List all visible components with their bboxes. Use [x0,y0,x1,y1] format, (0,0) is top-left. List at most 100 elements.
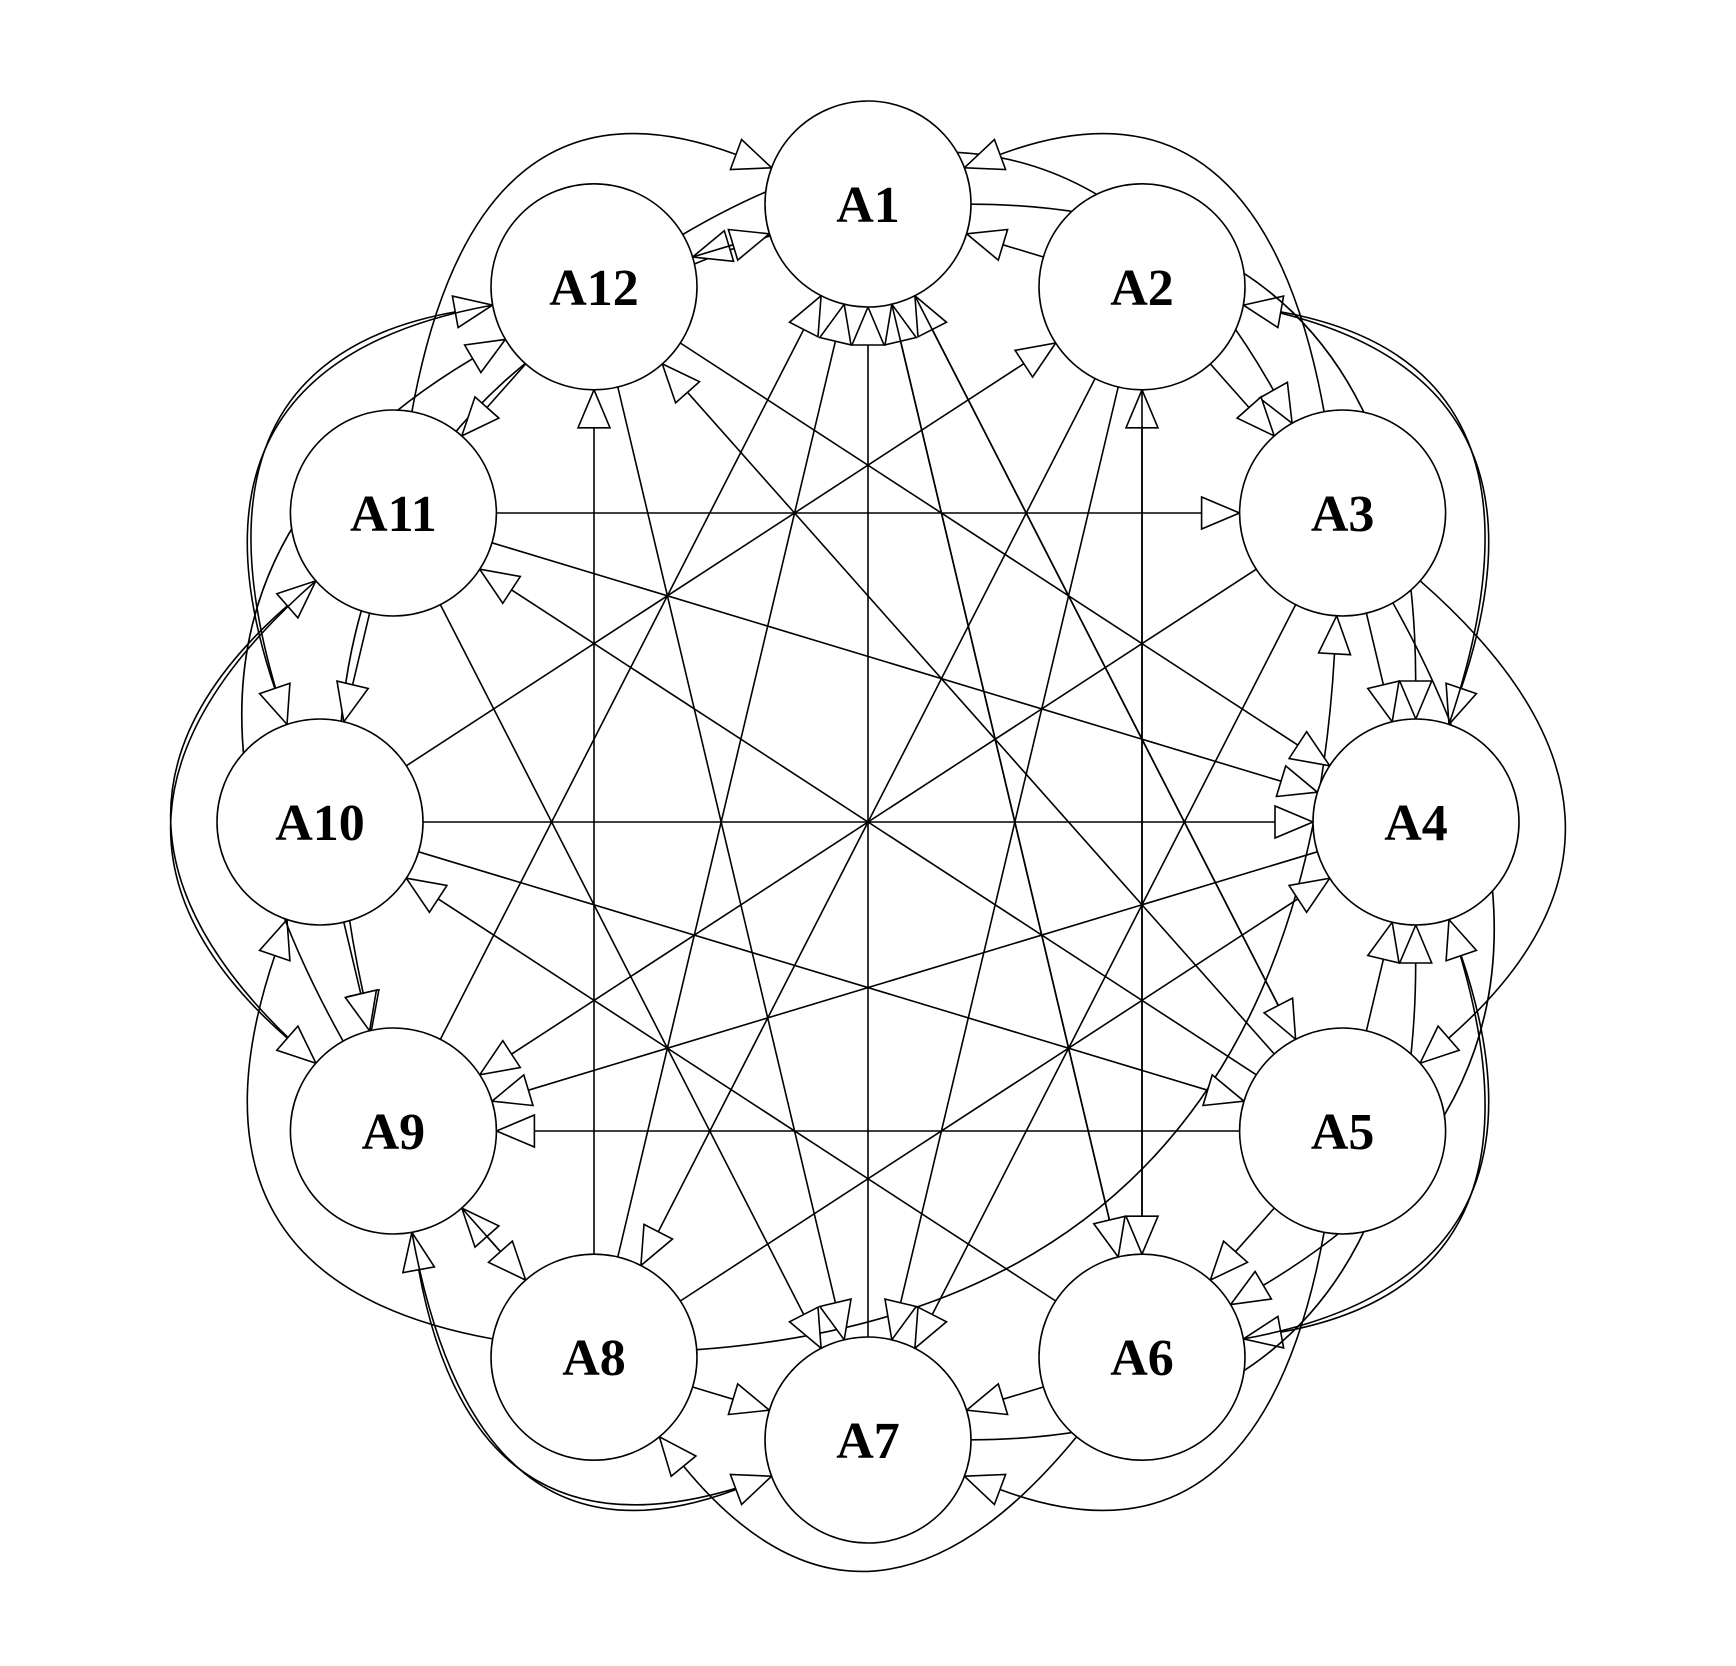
edge-arrowhead [884,1298,918,1342]
arc-arrowhead [1398,922,1433,964]
edge-arrowhead [1013,341,1058,379]
edge-layer [336,228,1400,1416]
edge-A5-to-A9 [494,1113,1240,1149]
arc-arrowhead [258,682,291,727]
arc-arrowhead [1445,682,1478,727]
arc-A4-to-A2 [1241,295,1486,725]
arc-arrowhead [658,1435,698,1478]
arc-A9-to-A7 [411,1232,774,1512]
edge-arrowhead [343,989,378,1033]
edge-line [931,604,1297,1315]
edge-A10-to-A5 [418,851,1246,1107]
arc-path [1243,955,1490,1340]
edge-line [405,363,1025,767]
edge-line [461,1207,502,1253]
arc-A11-to-A9 [169,580,318,1065]
edge-line [914,295,1280,1006]
edge-A3-to-A7 [913,604,1297,1351]
node-a4: A4 [1312,718,1520,926]
edge-arrowhead [1366,920,1400,964]
edge-A2-to-A1 [964,228,1044,262]
edge-A4-to-A9 [490,851,1318,1107]
node-a9: A9 [289,1027,498,1235]
arc-path [411,132,737,412]
arc-arrowhead [1241,295,1285,329]
arc-A12-to-A10 [246,304,493,727]
arc-arrowhead [401,1230,436,1274]
edge-line [437,898,1057,1302]
edge-A6-to-A1 [884,302,1119,1258]
edge-line [617,341,837,1258]
edge-line [899,386,1119,1303]
edge-arrowhead [964,1382,1009,1416]
edge-A7-to-A1 [850,304,886,1337]
edge-arrowhead [727,228,772,262]
edge-line [439,329,805,1040]
edge-A5-to-A12 [660,362,1275,1055]
node-circle [1238,1027,1447,1235]
edge-line [686,391,1275,1055]
node-label: A7 [836,1413,900,1470]
edge-A2-to-A7 [884,386,1119,1342]
edge-arrowhead [913,293,948,339]
edge-A5-to-A6 [1208,1207,1275,1282]
arc-path [411,1232,737,1512]
edge-A10-to-A2 [405,341,1058,767]
edge-arrowhead [850,304,886,346]
node-label: A3 [1311,486,1375,543]
node-a5: A5 [1238,1027,1447,1235]
edge-line [491,542,1282,782]
node-circle [1038,182,1246,391]
node-circle [289,1027,498,1235]
edge-A12-to-A7 [617,386,852,1342]
edge-line [418,851,1208,1091]
node-a3: A3 [1238,409,1447,617]
edge-arrowhead [913,1305,948,1351]
arc-A8-to-A10 [246,917,493,1340]
arc-arrowhead [1398,680,1433,722]
edge-arrowhead [487,1239,528,1282]
edge-line [692,244,734,258]
arc-A6-to-A4 [1243,917,1490,1340]
arc-arrowhead [962,138,1007,171]
edge-arrowhead [576,387,612,429]
edge-arrowhead [788,293,823,339]
arc-path [246,955,493,1340]
edge-arrowhead [1208,1239,1249,1282]
node-circle [1038,1253,1246,1461]
edge-arrowhead [818,302,852,346]
arc-path [246,304,493,689]
edge-A8-to-A7 [692,1382,772,1416]
node-circle [1312,718,1520,926]
node-a1: A1 [764,100,972,308]
edge-arrowhead [477,1039,522,1076]
arc-arrowhead [729,1473,774,1506]
edge-arrowhead [727,1382,772,1416]
node-a2: A2 [1038,182,1246,391]
edge-A12-to-A4 [679,342,1332,767]
edge-A6-to-A7 [964,1382,1044,1416]
edge-arrowhead [404,877,449,914]
arc-arrowhead [1258,381,1294,425]
edge-A5-to-A4 [1365,920,1400,1031]
arc-A6-to-A8 [658,1435,1078,1573]
node-label: A10 [275,795,365,852]
arc-path [682,1436,1078,1573]
edge-A10-to-A4 [423,804,1316,840]
arc-A7-to-A9 [401,1230,772,1506]
edge-arrowhead [1200,495,1242,531]
arc-A3-to-A5 [1418,580,1567,1065]
arc-arrowhead [275,1024,318,1065]
edge-A3-to-A9 [477,568,1257,1076]
edge-arrowhead [1274,804,1316,840]
edge-arrowhead [818,1298,852,1342]
edge-A1-to-A6 [891,304,1126,1260]
node-a8: A8 [490,1253,698,1461]
edge-A5-to-A11 [477,568,1257,1076]
node-a7: A7 [764,1336,972,1544]
node-label: A1 [836,177,900,234]
edge-arrowhead [460,395,501,438]
arc-A8-to-A3 [696,613,1352,1351]
